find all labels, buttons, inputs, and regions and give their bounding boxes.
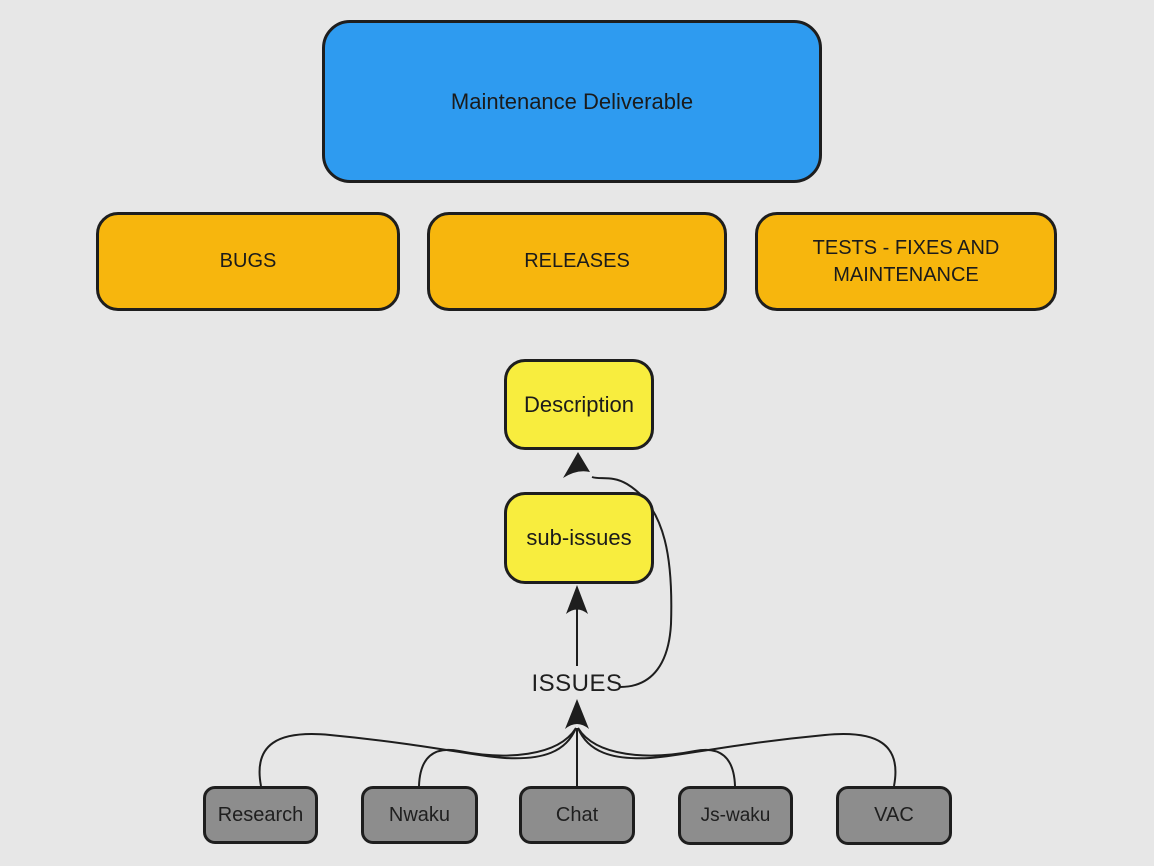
node-bugs[interactable]: BUGS [96, 212, 400, 311]
arrowhead-into-issues [565, 699, 589, 729]
arrowhead-into-description [563, 452, 590, 478]
node-sub-issues-label: sub-issues [526, 525, 632, 551]
edge-nwaku-to-issues [418, 727, 577, 787]
node-research-label: Research [217, 803, 304, 826]
node-tests-fixes-maintenance[interactable]: TESTS - FIXES AND MAINTENANCE [755, 212, 1057, 311]
node-vac[interactable]: VAC [836, 786, 952, 845]
node-maintenance-deliverable[interactable]: Maintenance Deliverable [322, 20, 822, 183]
edge-issues-to-description [591, 476, 673, 688]
edge-vac-to-issues [577, 727, 897, 787]
node-issues[interactable]: ISSUES [502, 670, 652, 698]
node-releases-label: RELEASES [524, 250, 630, 272]
node-description[interactable]: Description [504, 359, 654, 450]
node-maintenance-deliverable-label: Maintenance Deliverable [450, 88, 694, 114]
node-js-waku[interactable]: Js-waku [678, 786, 793, 845]
node-research[interactable]: Research [203, 786, 318, 844]
node-js-waku-label: Js-waku [700, 804, 771, 826]
edge-research-to-issues [258, 727, 577, 787]
node-chat-label: Chat [555, 803, 599, 826]
arrowhead-into-subissues [566, 585, 588, 614]
node-nwaku-label: Nwaku [388, 803, 451, 826]
node-chat[interactable]: Chat [519, 786, 635, 844]
node-sub-issues[interactable]: sub-issues [504, 492, 654, 584]
node-issues-label: ISSUES [531, 670, 623, 697]
node-nwaku[interactable]: Nwaku [361, 786, 478, 844]
node-bugs-label: BUGS [219, 250, 277, 272]
node-vac-label: VAC [874, 804, 914, 826]
node-tests-fixes-maintenance-label: TESTS - FIXES AND MAINTENANCE [812, 236, 1000, 286]
node-releases[interactable]: RELEASES [427, 212, 727, 311]
node-description-label: Description [523, 391, 635, 417]
